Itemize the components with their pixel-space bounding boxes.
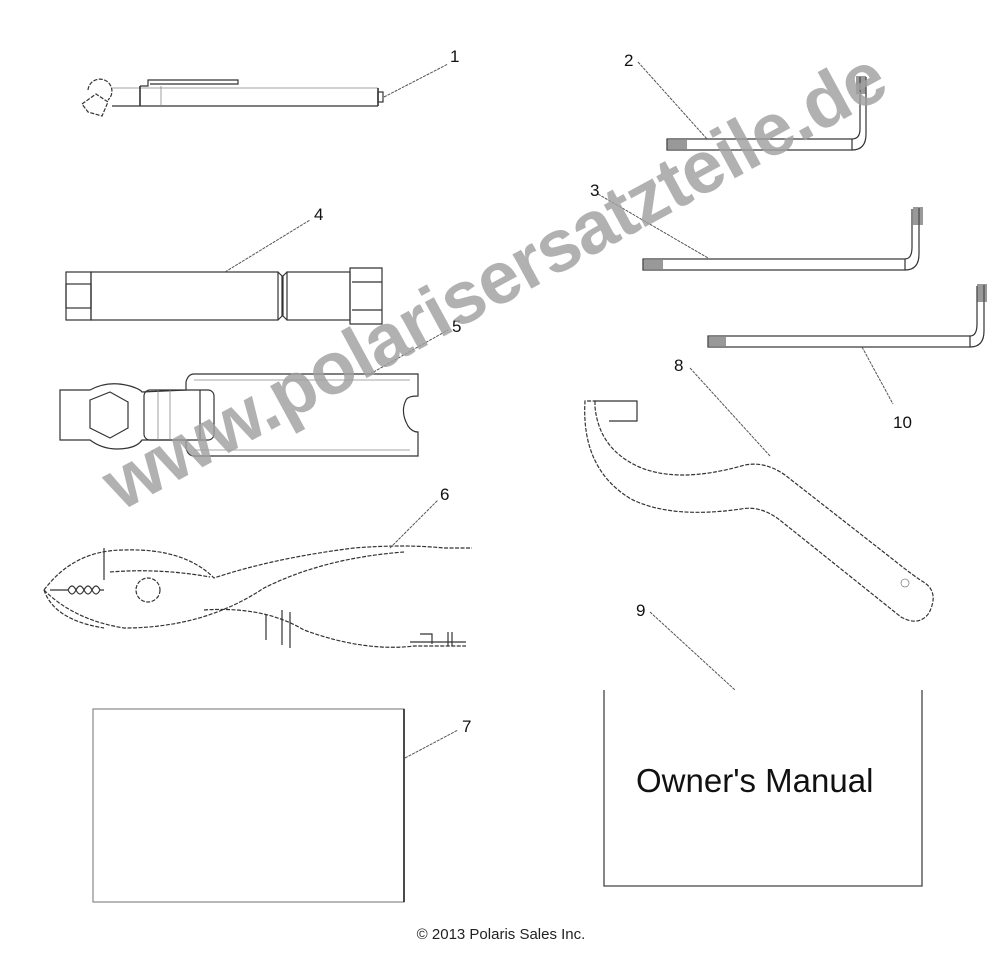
part-8-spanner-wrench[interactable]: 8 (584, 356, 934, 622)
callout-1: 1 (450, 47, 459, 66)
copyright: © 2013 Polaris Sales Inc. (416, 926, 586, 943)
part-1-handle[interactable]: 1 (81, 47, 459, 117)
callout-5: 5 (452, 317, 461, 336)
callout-9: 9 (636, 601, 645, 620)
part-6-pliers[interactable]: 6 (43, 485, 472, 648)
part-7-pouch[interactable]: 7 (92, 708, 471, 903)
part-5-combination-wrench[interactable]: 5 (59, 317, 461, 457)
callout-4: 4 (314, 205, 323, 224)
callout-10: 10 (893, 413, 912, 432)
part-2-torx-wrench[interactable]: 2 (624, 51, 867, 151)
callout-8: 8 (674, 356, 683, 375)
part-3-torx-wrench[interactable]: 3 (590, 181, 923, 271)
owners-manual-label: Owner's Manual (636, 762, 873, 799)
callout-6: 6 (440, 485, 449, 504)
part-9-owners-manual[interactable]: 9 Owner's Manual (603, 601, 923, 887)
callout-7: 7 (462, 717, 471, 736)
part-4-socket[interactable]: 4 (65, 205, 383, 325)
part-10-torx-wrench[interactable]: 10 (707, 284, 987, 432)
callout-2: 2 (624, 51, 633, 70)
callout-3: 3 (590, 181, 599, 200)
